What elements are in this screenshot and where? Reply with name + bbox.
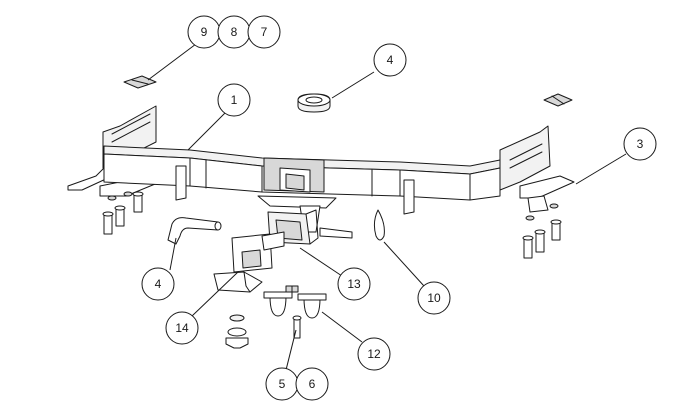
svg-text:14: 14 xyxy=(175,321,189,335)
svg-text:13: 13 xyxy=(347,277,361,291)
ball-nut-part xyxy=(225,314,249,349)
callout-4-left: 4 xyxy=(141,267,175,301)
svg-text:7: 7 xyxy=(261,25,268,39)
callout-8: 8 xyxy=(217,15,251,49)
svg-text:4: 4 xyxy=(387,53,394,67)
clip-part xyxy=(373,209,385,241)
callout-7: 7 xyxy=(247,15,281,49)
hitch-pin-part xyxy=(167,217,222,245)
svg-text:4: 4 xyxy=(155,277,162,291)
svg-text:3: 3 xyxy=(637,137,644,151)
svg-text:9: 9 xyxy=(201,25,208,39)
ball-mount-part xyxy=(213,231,285,293)
shackles-part xyxy=(263,285,327,319)
small-bolt-part xyxy=(292,315,302,339)
spacer-washer-part xyxy=(297,93,331,113)
callout-10: 10 xyxy=(417,281,451,315)
cage-nut-left xyxy=(123,75,157,89)
svg-text:5: 5 xyxy=(279,377,286,391)
bolts-left xyxy=(102,191,144,235)
svg-text:1: 1 xyxy=(231,93,238,107)
callout-14: 14 xyxy=(165,311,199,345)
callout-3: 3 xyxy=(623,127,657,161)
callout-12: 12 xyxy=(357,337,391,371)
cage-nut-right xyxy=(543,93,573,107)
svg-text:12: 12 xyxy=(367,347,381,361)
svg-text:10: 10 xyxy=(427,291,441,305)
callout-13: 13 xyxy=(337,267,371,301)
svg-text:8: 8 xyxy=(231,25,238,39)
callout-1: 1 xyxy=(217,83,251,117)
crossbar-part xyxy=(67,105,575,239)
svg-text:6: 6 xyxy=(309,377,316,391)
callout-6: 6 xyxy=(295,367,329,401)
callout-9: 9 xyxy=(187,15,221,49)
bolts-right xyxy=(522,203,562,259)
callout-5: 5 xyxy=(265,367,299,401)
callout-4-top: 4 xyxy=(373,43,407,77)
